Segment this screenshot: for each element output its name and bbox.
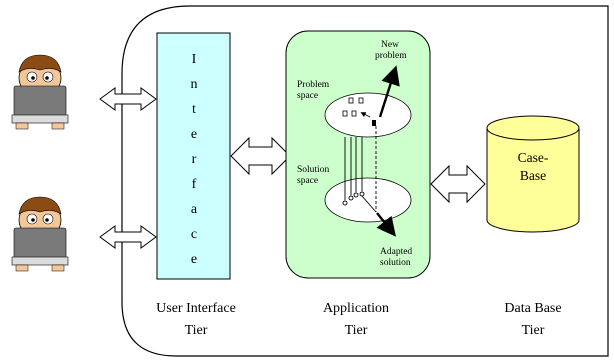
double-arrow-user-top	[99, 87, 157, 111]
case-markers	[342, 97, 376, 126]
adapted-solution-arrow	[376, 212, 396, 237]
application-box	[285, 30, 431, 279]
adapted-solution-label: Adapted	[380, 247, 412, 257]
interface-letter: f	[192, 177, 197, 192]
data-base-tier-label: Tier	[522, 323, 545, 338]
double-arrow-application-database	[430, 164, 486, 204]
application-tier-label: Application	[323, 301, 389, 316]
problem-space-label: space	[297, 91, 318, 101]
double-arrow-user-bottom	[99, 225, 157, 249]
new-problem-label: New	[381, 40, 399, 50]
case-base-cylinder	[486, 115, 580, 233]
interface-letter: a	[191, 202, 198, 217]
problem-space-label: Problem	[297, 80, 330, 90]
interface-label: I n t e r f a c e	[191, 52, 198, 267]
user-interface-tier-label: Tier	[185, 323, 208, 338]
interface-letter: n	[191, 77, 198, 92]
case-base-label: Case-	[518, 150, 549, 165]
interface-letter: c	[191, 227, 197, 242]
retrieval-lines	[342, 112, 377, 213]
user-icon-top	[11, 54, 69, 130]
solution-space-label: Solution	[297, 165, 329, 175]
interface-letter: e	[191, 127, 197, 142]
user-interface-tier-label: User Interface	[156, 301, 236, 316]
adapted-solution-label: solution	[380, 258, 411, 268]
interface-box	[156, 32, 231, 280]
new-problem-arrow	[378, 65, 400, 118]
problem-space-ellipse	[324, 92, 412, 138]
data-base-tier-label: Data Base	[504, 301, 561, 316]
application-tier-label: Tier	[345, 323, 368, 338]
solution-space-label: space	[297, 176, 318, 186]
user-icon-bottom	[11, 196, 69, 272]
new-problem-label: problem	[375, 51, 407, 61]
case-base-label: Base	[520, 168, 546, 183]
solution-space-ellipse	[324, 177, 412, 223]
interface-letter: e	[191, 252, 197, 267]
interface-letter: r	[192, 152, 197, 167]
interface-letter: t	[192, 102, 196, 117]
interface-letter: I	[192, 52, 197, 67]
